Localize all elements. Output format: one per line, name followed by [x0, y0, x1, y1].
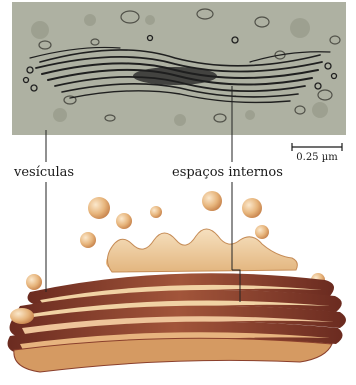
vesicle — [202, 191, 222, 211]
vesicle — [80, 232, 96, 248]
vesicle — [116, 213, 132, 229]
vesicle — [255, 225, 269, 239]
scale-bar: 0.25 µm — [292, 143, 342, 163]
scale-bar-label: 0.25 µm — [296, 152, 338, 163]
vesicle — [150, 206, 162, 218]
vesicle — [10, 308, 34, 324]
label-vesicles: vesículas — [13, 165, 74, 180]
golgi-illustration — [8, 191, 346, 372]
cisternae-stack — [8, 273, 346, 372]
label-internal-spaces: espaços internos — [172, 165, 283, 180]
cisterna-top — [107, 229, 297, 272]
micrograph-panel: 0.25 µm — [12, 2, 346, 163]
vesicle — [242, 198, 262, 218]
vesicle — [26, 274, 42, 290]
vesicle — [88, 197, 110, 219]
micrograph-dense-core — [133, 67, 217, 85]
